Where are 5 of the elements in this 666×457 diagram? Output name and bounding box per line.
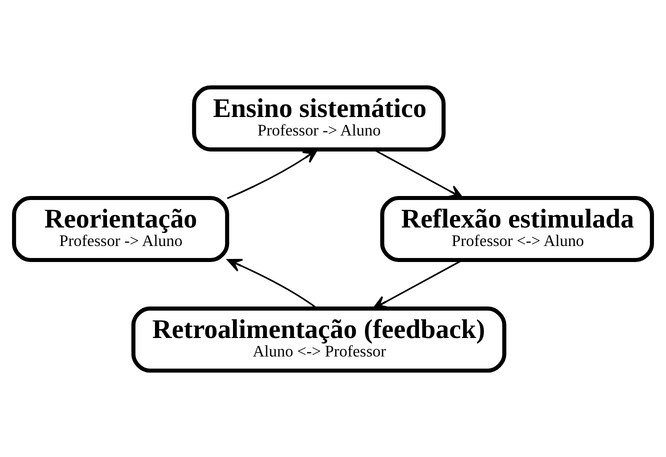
node-box: Reflexão estimulada Professor <-> Aluno [380,195,654,262]
node-box: Reorientação Professor -> Aluno [12,195,230,262]
arrow [226,258,318,309]
node-box: Ensino sistemático Professor -> Aluno [192,84,446,151]
node-box: Retroalimentação (feedback) Aluno <-> Professor [131,306,506,372]
